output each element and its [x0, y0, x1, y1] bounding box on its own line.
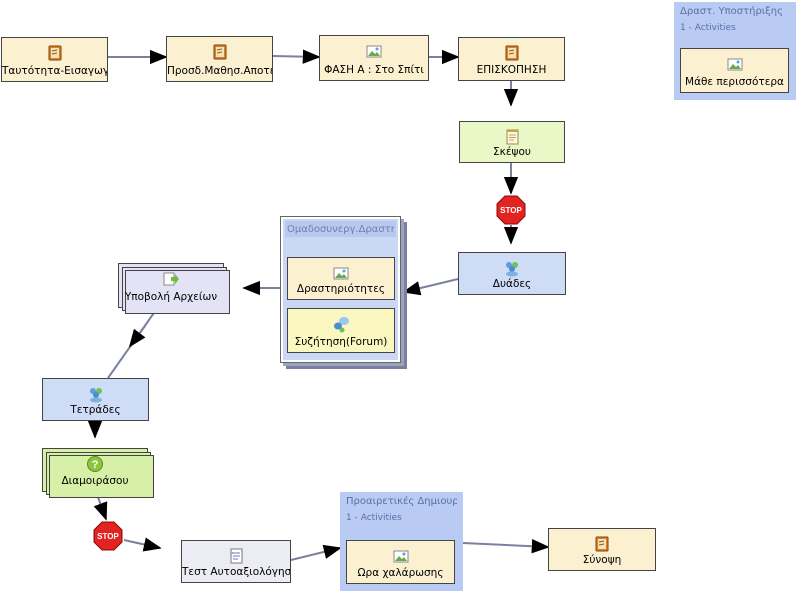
edge-stop-test	[123, 537, 162, 552]
node-share[interactable]: ? Διαμοιράσου	[42, 448, 154, 498]
node-pairs-label: Δυάδες	[492, 278, 532, 290]
node-self-test-label: Τεστ Αυτοαξιολόγησης	[182, 566, 290, 578]
test-sheet-icon	[230, 548, 243, 564]
node-pairs[interactable]: Δυάδες	[458, 252, 566, 295]
notebook-icon	[213, 44, 226, 60]
node-think[interactable]: Σκέψου	[459, 121, 565, 163]
node-quads[interactable]: Τετράδες	[42, 378, 149, 421]
svg-text:?: ?	[92, 459, 99, 471]
node-review-label: ΕΠΙΣΚΟΠΗΣΗ	[476, 64, 547, 76]
edge-optional-summary	[462, 539, 550, 554]
edge-submit-quads-arrow	[128, 325, 146, 348]
node-submit-files[interactable]: Υποβολή Αρχείων	[118, 263, 230, 314]
node-self-test[interactable]: Τεστ Αυτοαξιολόγησης	[181, 540, 291, 583]
image-icon	[333, 267, 349, 280]
people-group-icon	[89, 388, 102, 403]
node-activities-label: Δραστηριότητες	[296, 283, 386, 295]
people-group-icon	[506, 262, 518, 277]
stop-sign-icon: STOP	[93, 521, 123, 551]
upload-arrow-icon	[163, 272, 179, 286]
node-quads-label: Τετράδες	[70, 404, 121, 416]
node-forum[interactable]: Συζήτηση(Forum)	[287, 308, 395, 353]
optional-activities-subtitle: 1 - Activities	[346, 513, 402, 523]
node-prior-outcomes[interactable]: Προσδ.Μαθησ.Αποτελ.	[166, 36, 273, 82]
edge-test-optional	[290, 544, 342, 561]
forum-bubbles-icon	[334, 317, 349, 333]
notepad-icon	[506, 129, 519, 145]
node-think-label: Σκέψου	[493, 146, 531, 158]
node-learn-more[interactable]: Μάθε περισσότερα	[680, 48, 789, 93]
edge-prior-phase	[272, 49, 321, 64]
notebook-icon	[505, 45, 518, 61]
node-summary-label: Σύνοψη	[582, 554, 622, 566]
question-icon: ?	[87, 456, 103, 472]
node-phase-a-label: ΦΑΣΗ Α : Στο Σπίτι	[324, 64, 424, 76]
node-activities[interactable]: Δραστηριότητες	[287, 257, 395, 300]
stop-sign-icon: STOP	[496, 195, 526, 225]
group-collab-titlebar	[285, 221, 396, 237]
node-summary[interactable]: Σύνοψη	[548, 528, 656, 571]
stop-label: STOP	[97, 532, 119, 541]
image-icon	[393, 550, 408, 563]
stop-gate-1[interactable]: STOP	[496, 195, 526, 225]
notebook-icon	[595, 536, 609, 552]
node-learn-more-label: Μάθε περισσότερα	[685, 76, 784, 88]
node-phase-a[interactable]: ΦΑΣΗ Α : Στο Σπίτι	[319, 35, 429, 81]
support-activities-title: Δραστ. Υποστήριξης	[680, 6, 783, 17]
node-share-label: Διαμοιράσου	[61, 475, 129, 487]
support-activities-subtitle: 1 - Activities	[680, 23, 736, 33]
notebook-icon	[48, 45, 61, 61]
image-icon	[727, 58, 742, 71]
node-relax-label: Ωρα χαλάρωσης	[357, 567, 444, 579]
node-review[interactable]: ΕΠΙΣΚΟΠΗΣΗ	[458, 37, 565, 81]
node-identity-intro[interactable]: Ταυτότητα-Εισαγωγή	[1, 37, 108, 82]
node-relax[interactable]: Ωρα χαλάρωσης	[346, 540, 455, 584]
node-submit-files-label: Υποβολή Αρχείων	[124, 291, 218, 303]
optional-activities-title: Προαιρετικές Δημιουρ	[346, 496, 457, 507]
node-forum-label: Συζήτηση(Forum)	[294, 336, 388, 348]
group-collab-title: Ομαδοσυνεργ.Δραστηρ.	[287, 224, 394, 235]
stop-gate-2[interactable]: STOP	[93, 521, 123, 551]
node-identity-intro-label: Ταυτότητα-Εισαγωγή	[2, 65, 107, 77]
node-prior-outcomes-label: Προσδ.Μαθησ.Αποτελ.	[167, 65, 272, 77]
edge-pairs-group	[402, 278, 459, 296]
image-icon	[366, 45, 382, 58]
stop-label: STOP	[500, 206, 522, 215]
